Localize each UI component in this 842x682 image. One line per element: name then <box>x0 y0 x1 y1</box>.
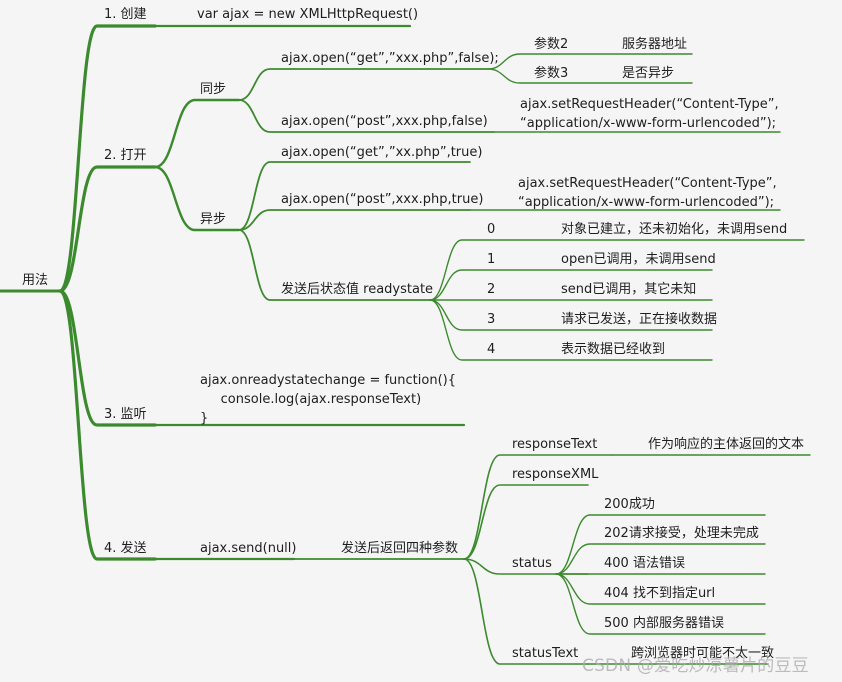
branch-line <box>153 165 241 232</box>
branch-line <box>463 484 589 560</box>
watermark: CSDN @爱吃炒凉薯片的豆豆 <box>582 656 809 676</box>
readystate-value: 1 <box>487 252 496 267</box>
readystate-value: 4 <box>487 342 496 357</box>
node-create: 1. 创建 <box>104 7 147 22</box>
branch-line <box>58 289 157 427</box>
node-status-text: statusText <box>512 646 579 661</box>
node-sync-get: ajax.open(“get”,”xxx.php”,false); <box>281 51 499 66</box>
node-response-xml: responseXML <box>512 467 599 482</box>
node-param3-desc: 是否异步 <box>622 66 675 81</box>
branch-line <box>429 299 713 361</box>
branch-line <box>487 68 693 84</box>
branch-line <box>238 68 489 101</box>
node-sync: 同步 <box>200 82 227 97</box>
node-param2: 参数2 <box>534 37 569 52</box>
node-send: 4. 发送 <box>104 541 147 556</box>
node-async-post: ajax.open(“post”,xxx.php,true) <box>281 192 484 207</box>
node-async-post-header: ajax.setRequestHeader(“Content-Type”, “a… <box>518 176 777 210</box>
branch-line <box>555 514 766 575</box>
readystate-desc: open已调用，未调用send <box>561 252 716 267</box>
status-code: 500 内部服务器错误 <box>604 616 724 631</box>
node-status: status <box>512 556 552 571</box>
branch-line <box>58 165 157 293</box>
branch-line <box>153 98 241 169</box>
node-async-get: ajax.open(“get”,”xx.php”,true) <box>281 145 483 160</box>
branch-line <box>463 558 589 665</box>
node-create-code: var ajax = new XMLHttpRequest() <box>197 7 419 22</box>
node-send-returns: 发送后返回四种参数 <box>341 541 459 556</box>
branch-line <box>555 543 766 575</box>
node-response-text: responseText <box>512 437 598 452</box>
readystate-value: 0 <box>487 222 496 237</box>
branch-line <box>429 239 805 301</box>
node-send-code: ajax.send(null) <box>200 541 297 556</box>
node-open: 2. 打开 <box>104 148 147 163</box>
node-listen: 3. 监听 <box>104 407 147 422</box>
node-param3: 参数3 <box>534 66 569 81</box>
root-node: 用法 <box>22 273 49 288</box>
node-param2-desc: 服务器地址 <box>622 37 688 52</box>
node-response-text-desc: 作为响应的主体返回的文本 <box>648 437 805 452</box>
branch-line <box>555 573 766 635</box>
branch-line <box>463 454 613 560</box>
branch-line <box>238 99 495 133</box>
branch-line <box>238 229 431 301</box>
branch-line <box>238 161 471 231</box>
readystate-desc: send已调用，其它未知 <box>561 282 697 297</box>
branch-line <box>429 269 713 301</box>
branch-line <box>58 24 157 293</box>
readystate-desc: 对象已建立，还未初始化，未调用send <box>561 222 788 237</box>
node-listen-code: ajax.onreadystatechange = function(){ co… <box>200 373 456 426</box>
status-code: 404 找不到指定url <box>604 586 716 601</box>
status-code: 200成功 <box>604 497 655 512</box>
readystate-value: 2 <box>487 282 496 297</box>
readystate-desc: 表示数据已经收到 <box>561 342 666 357</box>
status-code: 202请求接受，处理未完成 <box>604 526 759 541</box>
branch-line <box>238 209 471 231</box>
readystate-value: 3 <box>487 312 496 327</box>
branch-line <box>487 53 693 70</box>
status-code: 400 语法错误 <box>604 556 685 571</box>
node-readystate: 发送后状态值 readystate <box>281 282 434 297</box>
node-status-text-desc: 跨浏览器时可能不太一致 <box>631 646 775 661</box>
node-async: 异步 <box>200 212 227 227</box>
branch-line <box>463 558 589 575</box>
readystate-desc: 请求已发送，正在接收数据 <box>561 312 718 327</box>
node-sync-post-header: ajax.setRequestHeader(“Content-Type”, “a… <box>520 97 779 131</box>
branch-line <box>58 289 157 561</box>
node-sync-post: ajax.open(“post”,xxx.php,false) <box>281 114 488 129</box>
